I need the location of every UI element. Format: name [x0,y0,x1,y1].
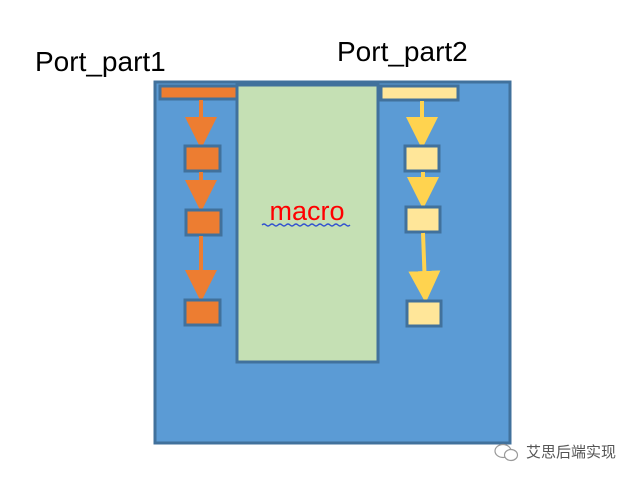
yellow-cell [405,299,443,328]
port-part1-bar [158,84,239,101]
macro-block [235,83,380,364]
macro-label: macro [269,196,344,226]
port-part1-chain [183,100,223,327]
port-part2-label: Port_part2 [337,36,468,67]
orange-cell [183,144,222,173]
watermark: 艾思后端实现 [526,443,616,461]
yellow-cell [403,144,441,173]
port-part2-chain [403,101,443,328]
port-part2-bar [379,84,460,102]
port-part1-label: Port_part1 [35,46,166,77]
orange-cell [184,208,223,237]
yellow-cell [404,205,442,234]
spellcheck-underline [261,223,351,227]
orange-cell [183,298,222,327]
arrow [408,232,441,303]
wechat-icon [494,443,519,462]
